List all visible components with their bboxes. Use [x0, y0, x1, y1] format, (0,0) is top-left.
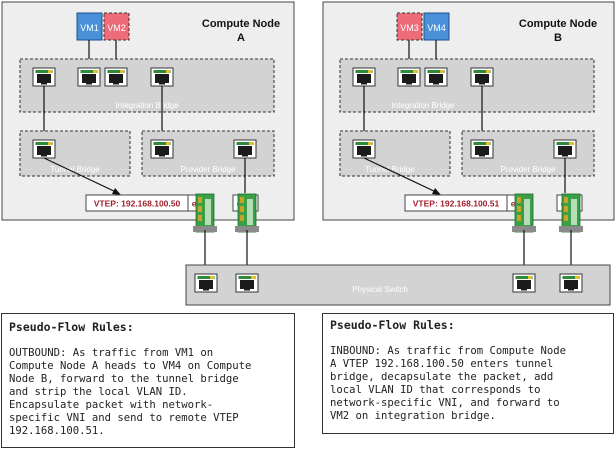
integration-bridge-a	[19, 58, 275, 113]
port-icon	[77, 67, 101, 87]
port-icon	[32, 67, 56, 87]
port-icon	[32, 139, 56, 159]
compute-node-a-letter: A	[237, 32, 245, 44]
integration-bridge-b	[339, 58, 595, 113]
inbound-rules-body: INBOUND: As traffic from Compute Node A …	[330, 345, 566, 422]
vm2-box[interactable]	[103, 12, 130, 41]
outbound-rules-body: OUTBOUND: As traffic from VM1 on Compute…	[9, 347, 252, 437]
port-icon	[559, 273, 583, 293]
port-icon	[233, 139, 257, 159]
port-icon	[104, 67, 128, 87]
port-icon	[553, 139, 577, 159]
physical-switch-label: Physical Switch	[352, 285, 408, 294]
vm4-label: VM4	[427, 23, 446, 33]
outbound-rules-box: Pseudo-Flow Rules: OUTBOUND: As traffic …	[1, 313, 295, 448]
nic-card-icon	[192, 193, 218, 233]
vm3-box[interactable]	[396, 12, 423, 41]
inbound-rules-box: Pseudo-Flow Rules: INBOUND: As traffic f…	[322, 313, 614, 434]
outbound-rules-title: Pseudo-Flow Rules:	[9, 320, 134, 334]
provider-bridge-a-label: Provider Bridge	[180, 165, 236, 174]
nic-card-icon	[558, 193, 584, 233]
vm1-label: VM1	[80, 23, 99, 33]
vtep-b-label: VTEP: 192.168.100.51	[413, 199, 500, 209]
port-icon	[352, 139, 376, 159]
compute-node-b-title: Compute Node	[519, 18, 597, 30]
port-icon	[235, 273, 259, 293]
compute-node-a-title: Compute Node	[202, 18, 280, 30]
tunnel-bridge-b-label: Tunnel Bridge	[365, 165, 415, 174]
port-icon	[470, 67, 494, 87]
port-icon	[352, 67, 376, 87]
port-icon	[512, 273, 536, 293]
provider-bridge-b-label: Provider Bridge	[500, 165, 556, 174]
port-icon	[397, 67, 421, 87]
nic-card-icon	[511, 193, 537, 233]
port-icon	[194, 273, 218, 293]
compute-node-b-letter: B	[554, 32, 562, 44]
inbound-rules-title: Pseudo-Flow Rules:	[330, 318, 455, 332]
port-icon	[150, 67, 174, 87]
nic-card-icon	[234, 193, 260, 233]
integration-bridge-b-label: Integration Bridge	[391, 101, 455, 110]
port-icon	[150, 139, 174, 159]
vm4-box[interactable]	[423, 12, 450, 41]
vm2-label: VM2	[107, 23, 126, 33]
vm3-label: VM3	[400, 23, 419, 33]
tunnel-bridge-a-label: Tunnel Bridge	[50, 165, 100, 174]
vtep-a-label: VTEP: 192.168.100.50	[94, 199, 181, 209]
port-icon	[470, 139, 494, 159]
port-icon	[424, 67, 448, 87]
integration-bridge-a-label: Integration Bridge	[115, 101, 179, 110]
